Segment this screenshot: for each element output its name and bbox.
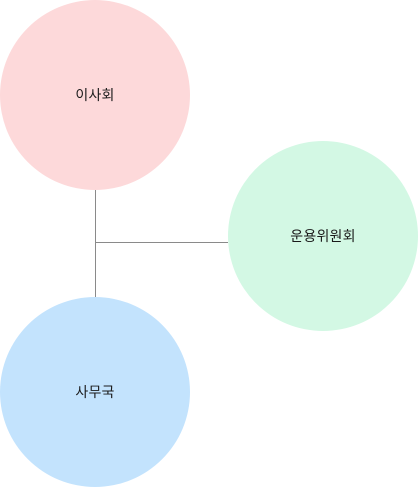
committee-label: 운용위원회 — [290, 229, 356, 245]
connector-junction-secretariat — [95, 242, 96, 297]
connector-junction-committee — [95, 242, 228, 243]
connector-board-junction — [95, 190, 96, 242]
board-node: 이사회 — [0, 0, 190, 190]
board-label: 이사회 — [75, 88, 115, 104]
secretariat-node: 사무국 — [0, 297, 190, 487]
committee-node: 운용위원회 — [228, 141, 418, 331]
secretariat-label: 사무국 — [75, 385, 115, 401]
